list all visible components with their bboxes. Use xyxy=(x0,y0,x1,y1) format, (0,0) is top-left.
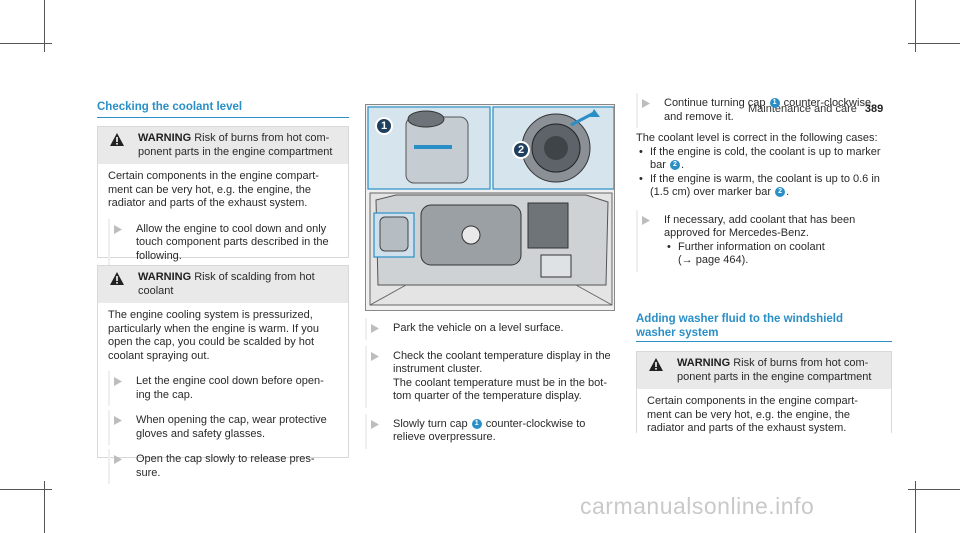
step-text: Let the engine cool down before open-ing… xyxy=(136,375,324,401)
crop-mark xyxy=(0,43,52,44)
paragraph: The coolant level is correct in the foll… xyxy=(636,132,878,144)
callout-1-inline: 1 xyxy=(471,418,482,429)
arrow-right-icon xyxy=(114,416,122,425)
bullet-text: If the engine is warm, the coolant is up… xyxy=(650,172,880,199)
step-text: Park the vehicle on a level surface. xyxy=(393,322,564,334)
warning-header: WARNING Risk of burns from hot com-ponen… xyxy=(98,127,348,164)
engine-compartment-illustration: 1 2 xyxy=(365,104,615,311)
warning-triangle-icon xyxy=(110,272,124,285)
warning-header: WARNING Risk of burns from hot com-ponen… xyxy=(637,352,891,389)
heading-rule xyxy=(97,117,349,118)
warning-header: WARNING Risk of scalding from hot coolan… xyxy=(98,266,348,303)
callout-1-inline: 1 xyxy=(769,98,780,109)
instruction-step: Continue turning cap 1 counter-clockwise… xyxy=(636,93,892,128)
callout-2-badge: 2 xyxy=(512,141,530,159)
warning-paragraph: Certain components in the engine compart… xyxy=(647,395,858,434)
step-text: Slowly turn cap xyxy=(393,417,468,430)
crop-mark xyxy=(0,489,52,490)
callout-2-inline: 2 xyxy=(669,160,680,171)
warning-box-burns-2: WARNING Risk of burns from hot com-ponen… xyxy=(636,351,892,434)
instruction-step: When opening the cap, wear protective gl… xyxy=(108,410,338,445)
list-item: If the engine is cold, the coolant is up… xyxy=(636,146,892,173)
callout-1-badge: 1 xyxy=(375,117,393,135)
arrow-right-icon xyxy=(371,419,379,429)
crop-mark xyxy=(908,489,960,490)
warning-paragraph: The engine cooling system is pressurized… xyxy=(108,309,319,362)
period: . xyxy=(786,186,790,198)
step-text: Check the coolant temperature display in… xyxy=(393,349,611,376)
step-bar xyxy=(636,93,638,128)
bullet-text: Further information on coolant xyxy=(678,240,825,253)
warning-triangle-icon xyxy=(110,133,124,146)
step-text-cont: counter-clockwise to relieve overpressur… xyxy=(393,417,586,444)
step-bar xyxy=(108,218,110,267)
instruction-step: Let the engine cool down before open-ing… xyxy=(108,371,338,406)
instruction-step: If necessary, add coolant that has been … xyxy=(636,209,892,272)
warning-body: Certain components in the engine compart… xyxy=(98,164,348,279)
warning-triangle-icon xyxy=(649,358,663,371)
watermark: carmanualsonline.info xyxy=(580,493,815,519)
list-item: If the engine is warm, the coolant is up… xyxy=(636,173,892,200)
step-bar xyxy=(365,413,367,449)
crop-mark xyxy=(908,43,960,44)
warning-label: WARNING xyxy=(138,271,192,283)
warning-text: Risk of scalding from hot coolant xyxy=(138,271,315,297)
warning-label: WARNING xyxy=(677,357,731,369)
instruction-step: Allow the engine to cool down and only t… xyxy=(108,218,338,267)
crop-mark xyxy=(44,0,45,52)
warning-label: WARNING xyxy=(138,132,192,144)
list-item: Further information on coolant (→ page 4… xyxy=(664,241,892,268)
crop-mark xyxy=(915,481,916,533)
arrow-right-icon xyxy=(371,351,379,361)
step-text: When opening the cap, wear protective gl… xyxy=(136,414,327,440)
engine-drawing xyxy=(366,105,614,310)
step-text: If necessary, add coolant that has been … xyxy=(664,213,856,240)
page-number: 389 xyxy=(864,103,884,115)
warning-paragraph: Certain components in the engine compart… xyxy=(108,170,319,209)
heading-rule xyxy=(636,341,892,342)
step-bar xyxy=(108,371,110,406)
arrow-right-icon xyxy=(114,377,122,386)
warning-body: Certain components in the engine compart… xyxy=(637,389,891,450)
period: . xyxy=(680,159,685,171)
instruction-step: Park the vehicle on a level surface. xyxy=(365,318,620,340)
arrow-right-icon xyxy=(114,455,122,464)
warning-box-scalding: WARNING Risk of scalding from hot coolan… xyxy=(97,265,349,484)
warning-text: Risk of burns from hot com-ponent parts … xyxy=(138,132,333,158)
column-3: Continue turning cap 1 counter-clockwise… xyxy=(636,93,892,276)
crop-mark xyxy=(915,0,916,52)
warning-body: The engine cooling system is pressurized… xyxy=(98,303,348,496)
step-note: The coolant temperature must be in the b… xyxy=(393,376,608,403)
arrow-right-icon xyxy=(371,324,379,333)
instruction-step: Open the cap slowly to release pres-sure… xyxy=(108,449,338,484)
step-text-cont: counter-clockwise and remove it. xyxy=(664,97,872,123)
column-2: Park the vehicle on a level surface. Che… xyxy=(365,312,620,453)
step-text: Allow the engine to cool down and only t… xyxy=(136,222,329,262)
step-text: Continue turning cap xyxy=(664,97,766,109)
arrow-right-icon xyxy=(114,224,122,234)
arrow-right-icon xyxy=(642,215,650,225)
step-bar xyxy=(108,410,110,445)
step-bar xyxy=(365,318,367,340)
callout-2-inline: 2 xyxy=(775,187,786,198)
heading-checking-coolant: Checking the coolant level xyxy=(97,101,243,113)
warning-box-burns: WARNING Risk of burns from hot com-ponen… xyxy=(97,126,349,267)
instruction-step: Check the coolant temperature display in… xyxy=(365,345,620,408)
page-reference-link[interactable]: (→ page 464). xyxy=(678,254,749,266)
step-bar xyxy=(636,209,638,272)
arrow-right-icon xyxy=(642,99,650,108)
crop-mark xyxy=(44,481,45,533)
heading-adding-washer-fluid: Adding washer fluid to the windshield wa… xyxy=(636,313,843,339)
step-bar xyxy=(108,449,110,484)
warning-text: Risk of burns from hot com-ponent parts … xyxy=(677,357,872,383)
step-text: Open the cap slowly to release pres-sure… xyxy=(136,453,315,479)
instruction-step: Slowly turn cap 1 counter-clockwise to r… xyxy=(365,413,620,449)
step-bar xyxy=(365,345,367,408)
bullet-text: If the engine is cold, the coolant is up… xyxy=(650,145,881,172)
